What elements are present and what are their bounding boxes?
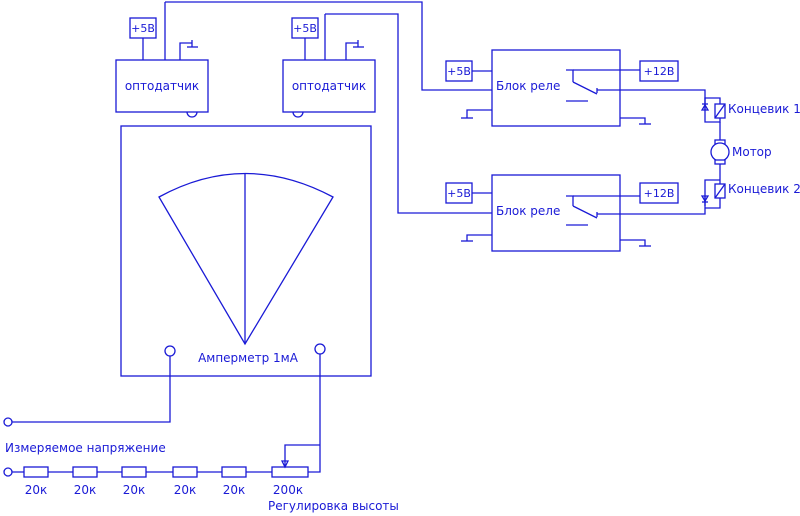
relay-top-5v-label: +5В — [447, 65, 471, 78]
ground-icon — [353, 40, 364, 48]
relay-top-label: Блок реле — [496, 79, 560, 93]
ammeter-terminal-left — [164, 345, 176, 357]
limit-switch-1: Концевик 1 — [700, 97, 800, 123]
relay-bottom-12v-label: +12В — [644, 187, 675, 200]
limit-switch-2-label: Концевик 2 — [728, 182, 800, 196]
wiper-arrow-icon — [280, 460, 290, 469]
resistor-chain-terminal — [3, 467, 13, 477]
ammeter-scale — [158, 172, 334, 346]
relay-bottom-5v-label: +5В — [447, 187, 471, 200]
signal-wire-bottom — [325, 13, 492, 214]
resistor-3-label: 20к — [123, 483, 146, 497]
optosensor-right-body — [282, 59, 376, 113]
relay-block-bottom: Блок реле +5В +12В — [445, 174, 706, 252]
relay-top-12v-tag — [639, 60, 679, 82]
limit-switch-2: Концевик 2 — [700, 179, 800, 209]
motor-label: Мотор — [732, 145, 772, 159]
resistor-4-label: 20к — [174, 483, 197, 497]
optosensor-right: оптодатчик +5В — [282, 14, 376, 118]
optosensor-left-lens-icon — [186, 111, 198, 118]
optosensor-left: оптодатчик +5В — [115, 2, 209, 118]
resistor-2 — [72, 466, 98, 478]
motor-icon — [710, 139, 730, 165]
potentiometer-to-ammeter-wire — [308, 354, 321, 473]
limit-switch-1-label: Концевик 1 — [728, 102, 800, 116]
optosensor-left-label: оптодатчик — [125, 79, 199, 93]
relay-top-12v-label: +12В — [644, 65, 675, 78]
resistor-5 — [221, 466, 247, 478]
signal-wire-top — [165, 1, 492, 91]
diode-icon — [700, 100, 710, 116]
optosensor-left-body — [115, 59, 209, 113]
potentiometer-wiper — [284, 444, 320, 467]
resistor-5-label: 20к — [223, 483, 246, 497]
optosensor-right-lens-icon — [292, 111, 304, 118]
ammeter-terminal-right — [314, 343, 326, 355]
measured-voltage-label: Измеряемое напряжение — [5, 441, 166, 455]
diode-icon — [700, 186, 710, 206]
ground-icon — [187, 40, 198, 48]
potentiometer-label: 200к — [273, 483, 303, 497]
resistor-4 — [172, 466, 198, 478]
measured-voltage-terminal — [3, 417, 13, 427]
relay-top-body — [491, 49, 621, 127]
resistor-3 — [121, 466, 147, 478]
ammeter-label: Амперметр 1мА — [198, 351, 299, 365]
measured-voltage-wire — [10, 356, 171, 423]
resistor-1 — [23, 466, 49, 478]
optosensor-right-ground-wire — [345, 42, 358, 60]
relay-bottom-body — [491, 174, 621, 252]
optosensor-right-5v-label: +5В — [293, 22, 317, 35]
resistor-2-label: 20к — [74, 483, 97, 497]
relay-bottom-label: Блок реле — [496, 204, 560, 218]
ammeter-body — [120, 125, 372, 377]
relay-bottom-12v-tag — [639, 182, 679, 204]
ammeter: Амперметр 1мА — [120, 125, 372, 377]
potentiometer-200k — [271, 466, 309, 478]
optosensor-left-ground-wire — [179, 42, 192, 60]
height-adjust-label: Регулировка высоты — [268, 499, 399, 513]
optosensor-left-5v-label: +5В — [131, 22, 155, 35]
optosensor-right-label: оптодатчик — [292, 79, 366, 93]
resistor-chain: 20к 20к 20к 20к 20к 200к — [3, 354, 321, 497]
relay-block-top: Блок реле +5В +12В — [445, 49, 706, 127]
resistor-1-label: 20к — [25, 483, 48, 497]
